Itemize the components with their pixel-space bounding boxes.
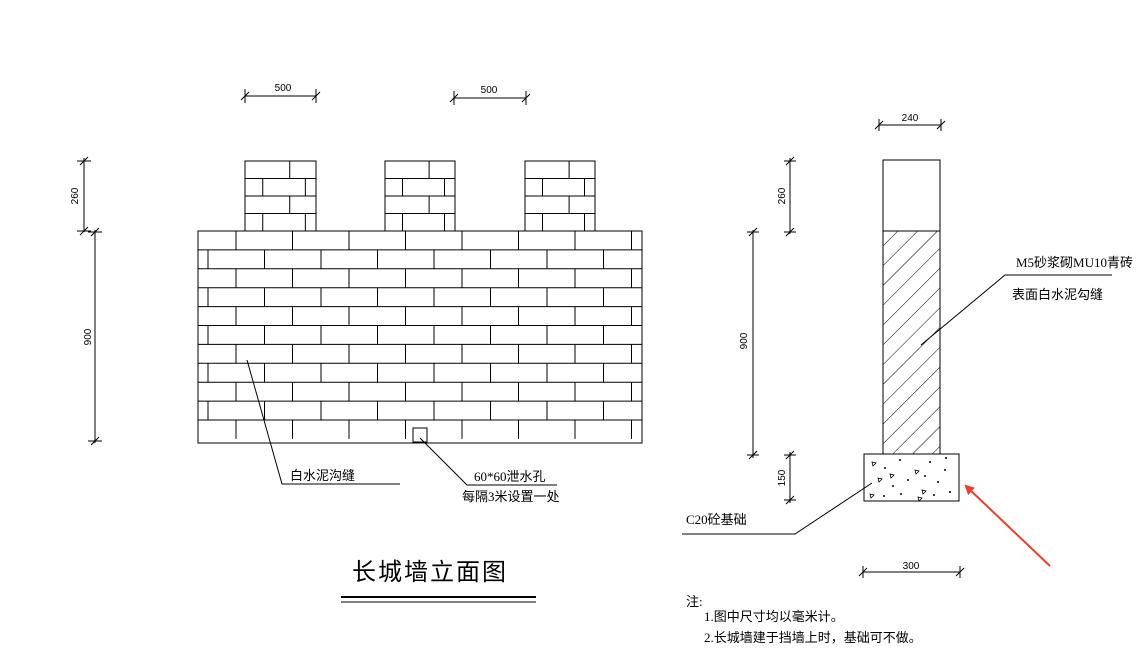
notes: 注: 1.图中尺寸均以毫米计。 2.长城墙建于挡墙上时，基础可不做。 — [686, 594, 922, 645]
leader-brick: M5砂浆砌MU10青砖 表面白水泥勾缝 — [920, 255, 1133, 346]
dimension-section-bottom: 300 — [858, 561, 965, 578]
title-text: 长城墙立面图 — [352, 559, 508, 586]
label-foundation: C20砼基础 — [686, 512, 747, 527]
note-item-1: 1.图中尺寸均以毫米计。 — [704, 609, 844, 624]
elevation-view: 500 500 260 900 白 — [70, 83, 643, 603]
dimension-left: 260 900 — [70, 156, 102, 446]
dim-label: 500 — [275, 83, 292, 94]
dim-label: 500 — [481, 85, 498, 96]
dim-label: 150 — [777, 469, 788, 486]
concrete-texture — [869, 457, 951, 502]
dimension-top-right: 500 — [449, 85, 531, 105]
drain-hole — [412, 427, 428, 443]
label-joint: 白水泥沟缝 — [290, 468, 355, 483]
dim-label: 900 — [83, 328, 94, 345]
dim-label: 300 — [903, 561, 920, 572]
brick-wall — [197, 160, 643, 444]
leader-joint: 白水泥沟缝 — [246, 359, 400, 485]
notes-heading: 注: — [686, 594, 703, 609]
label-drain-spacing: 每隔3米设置一处 — [462, 489, 560, 504]
foundation-section — [863, 453, 960, 502]
section-view: 240 260 900 150 — [682, 113, 1133, 578]
dimension-section-left: 260 900 150 — [739, 156, 796, 505]
drawing-title: 长城墙立面图 — [341, 559, 536, 603]
leader-drain: 60*60泄水孔 每隔3米设置一处 — [419, 437, 560, 504]
dim-label: 240 — [902, 113, 919, 124]
dim-label: 900 — [739, 332, 750, 349]
label-brick-material: M5砂浆砌MU10青砖 — [1016, 255, 1133, 270]
leader-foundation: C20砼基础 — [682, 482, 873, 535]
brick-section-hatch — [882, 230, 941, 455]
dimension-top-left: 500 — [240, 83, 321, 103]
label-brick-joint: 表面白水泥勾缝 — [1012, 287, 1103, 302]
dimension-section-top: 240 — [874, 113, 946, 131]
label-drain-size: 60*60泄水孔 — [474, 469, 546, 484]
red-arrow-icon — [964, 484, 1051, 567]
dim-label: 260 — [70, 187, 81, 204]
dim-label: 260 — [777, 187, 788, 204]
wall-top-section — [882, 159, 941, 232]
note-item-2: 2.长城墙建于挡墙上时，基础可不做。 — [704, 630, 922, 645]
